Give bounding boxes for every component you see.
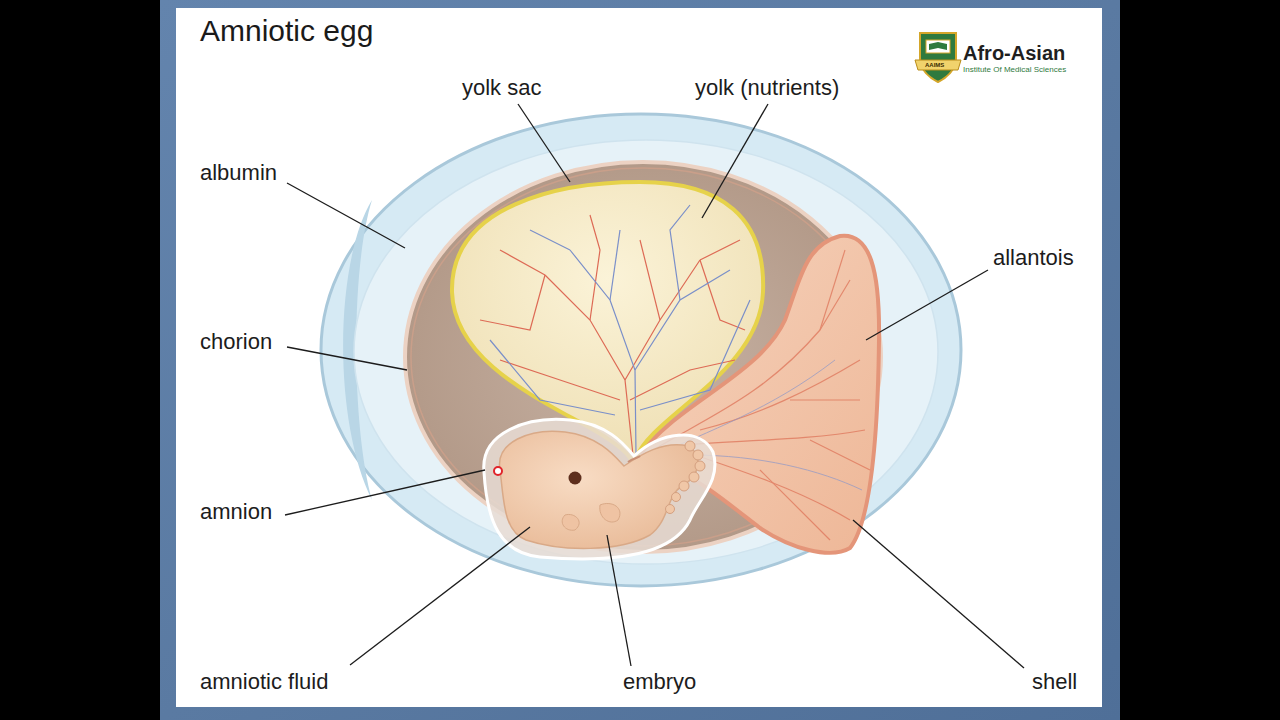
- part-label: shell: [1032, 669, 1077, 695]
- part-label: amnion: [200, 499, 272, 525]
- chorion: [405, 162, 881, 552]
- logo-ribbon-text: AAIMS: [925, 62, 944, 69]
- shell: [321, 114, 961, 586]
- slide-frame: [160, 0, 1120, 720]
- amnion: [484, 419, 715, 559]
- albumin: [354, 140, 938, 564]
- part-label: albumin: [200, 160, 277, 186]
- leader-lines: [285, 104, 1024, 668]
- embryo: [500, 431, 705, 548]
- yolk-vessels: [480, 215, 745, 455]
- logo-text: Afro-Asian: [963, 41, 1065, 65]
- yolk-sac: [452, 182, 763, 458]
- logo-subtitle: Institute Of Medical Sciences: [963, 65, 1066, 75]
- slide-ground: [176, 8, 1102, 707]
- part-label: yolk (nutrients): [695, 75, 839, 101]
- yolk-veins: [490, 205, 750, 455]
- logo-shield: [915, 33, 961, 82]
- diagram-title: Amniotic egg: [200, 13, 373, 49]
- pointer-dot: [494, 467, 502, 475]
- part-label: embryo: [623, 669, 696, 695]
- part-label: amniotic fluid: [200, 669, 328, 695]
- part-label: allantois: [993, 245, 1074, 271]
- part-label: yolk sac: [462, 75, 541, 101]
- part-label: chorion: [200, 329, 272, 355]
